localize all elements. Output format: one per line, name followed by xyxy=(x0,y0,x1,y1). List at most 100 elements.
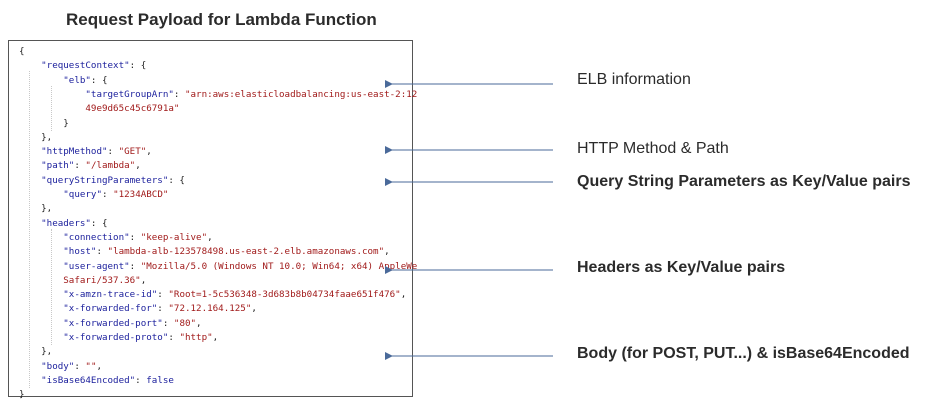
json-key: "isBase64Encoded" xyxy=(19,374,136,386)
code-line: "queryStringParameters": { xyxy=(19,174,185,187)
json-punctuation: : xyxy=(157,289,169,301)
json-punctuation: : { xyxy=(168,174,185,186)
json-punctuation: : xyxy=(96,246,108,258)
json-punctuation: : xyxy=(129,231,141,243)
json-punctuation: : xyxy=(157,303,169,315)
annotation-label: ELB information xyxy=(577,71,691,88)
json-punctuation: } xyxy=(19,117,69,129)
diagram-title: Request Payload for Lambda Function xyxy=(66,10,377,29)
json-key: "requestContext" xyxy=(19,60,130,72)
code-line: "path": "/lambda", xyxy=(19,159,141,172)
code-line: 49e9d65c45c6791a" xyxy=(19,102,179,115)
code-line: "x-forwarded-port": "80", xyxy=(19,317,202,330)
json-key: "x-forwarded-proto" xyxy=(19,332,169,343)
json-string-value: "http" xyxy=(179,332,213,343)
json-string-value: "1234ABCD" xyxy=(113,189,169,200)
json-string-value: 49e9d65c45c6791a" xyxy=(19,103,180,115)
json-punctuation: : xyxy=(101,189,114,200)
json-punctuation: , xyxy=(251,303,257,315)
json-literal: false xyxy=(146,374,174,386)
json-punctuation: : { xyxy=(90,217,108,229)
json-key: "elb" xyxy=(19,74,91,86)
code-line: "connection": "keep-alive", xyxy=(19,231,213,244)
json-string-value: "80" xyxy=(173,317,197,329)
json-string-value: Safari/537.36" xyxy=(19,274,141,286)
code-line: Safari/537.36", xyxy=(19,274,146,287)
annotation-label: Query String Parameters as Key/Value pai… xyxy=(577,173,911,190)
indent-guide xyxy=(51,85,53,131)
code-line: "requestContext": { xyxy=(19,59,146,72)
json-string-value: "arn:aws:elasticloadbalancing:us-east-2:… xyxy=(184,88,418,100)
json-string-value: "" xyxy=(85,360,97,372)
json-punctuation: , xyxy=(212,332,219,343)
code-line: } xyxy=(19,388,25,401)
json-key: "queryStringParameters" xyxy=(19,174,169,186)
code-line: "httpMethod": "GET", xyxy=(19,145,152,158)
code-line: "query": "1234ABCD" xyxy=(19,188,168,201)
json-punctuation: , xyxy=(146,146,152,158)
json-key: "path" xyxy=(19,160,75,172)
indent-guide xyxy=(51,228,53,346)
json-punctuation: : xyxy=(74,160,86,172)
code-line: "host": "lambda-alb-123578498.us-east-2.… xyxy=(19,245,390,258)
json-punctuation: , xyxy=(140,274,147,286)
annotation-label: HTTP Method & Path xyxy=(577,140,729,157)
json-key: "query" xyxy=(19,189,102,200)
code-line: "elb": { xyxy=(19,74,108,87)
code-line: }, xyxy=(19,345,52,358)
json-punctuation: , xyxy=(135,160,141,172)
json-string-value: "keep-alive" xyxy=(140,231,208,243)
json-punctuation: , xyxy=(400,289,407,301)
code-line: "x-amzn-trace-id": "Root=1-5c536348-3d68… xyxy=(19,288,406,301)
json-punctuation: { xyxy=(19,46,25,57)
code-line: }, xyxy=(19,131,52,144)
code-line: "targetGroupArn": "arn:aws:elasticloadba… xyxy=(19,88,417,101)
json-payload-code-block: { "requestContext": { "elb": { "targetGr… xyxy=(8,40,417,400)
json-string-value: "GET" xyxy=(118,146,147,158)
json-punctuation: } xyxy=(19,389,25,401)
json-key: "httpMethod" xyxy=(19,146,108,158)
code-line: } xyxy=(19,117,69,130)
json-punctuation: : { xyxy=(90,74,108,86)
json-punctuation: : xyxy=(135,374,147,386)
annotation-label: Body (for POST, PUT...) & isBase64Encode… xyxy=(577,345,910,362)
json-string-value: "lambda-alb-123578498.us-east-2.elb.amaz… xyxy=(107,246,385,258)
code-line: "headers": { xyxy=(19,217,108,230)
json-punctuation: , xyxy=(96,360,103,372)
json-punctuation: , xyxy=(384,246,390,258)
code-line: }, xyxy=(19,202,52,215)
code-line: "body": "", xyxy=(19,360,102,373)
code-line: "isBase64Encoded": false xyxy=(19,374,174,387)
code-line: { xyxy=(19,45,25,58)
json-string-value: "/lambda" xyxy=(85,160,136,172)
json-key: "x-forwarded-port" xyxy=(19,317,163,329)
json-punctuation: }, xyxy=(19,203,53,215)
json-punctuation: }, xyxy=(19,131,53,143)
indent-guide xyxy=(29,71,31,389)
json-key: "targetGroupArn" xyxy=(19,88,174,100)
json-punctuation: : { xyxy=(129,60,147,72)
json-punctuation: : xyxy=(168,332,180,343)
code-line: "x-forwarded-for": "72.12.164.125", xyxy=(19,302,257,315)
json-punctuation: : xyxy=(129,260,141,272)
annotation-label: Headers as Key/Value pairs xyxy=(577,259,786,276)
json-key: "host" xyxy=(19,246,97,258)
json-key: "user-agent" xyxy=(19,260,130,272)
json-punctuation: , xyxy=(207,231,213,243)
json-punctuation: , xyxy=(196,317,202,329)
json-punctuation: }, xyxy=(19,346,53,358)
code-line: "user-agent": "Mozilla/5.0 (Windows NT 1… xyxy=(19,260,417,273)
json-key: "connection" xyxy=(19,231,130,243)
json-string-value: "Root=1-5c536348-3d683b8b04734faae651f47… xyxy=(168,289,401,301)
json-punctuation: : xyxy=(173,88,185,100)
json-punctuation: : xyxy=(162,317,174,329)
json-punctuation: : xyxy=(74,360,86,372)
code-line: "x-forwarded-proto": "http", xyxy=(19,331,218,344)
json-string-value: "Mozilla/5.0 (Windows NT 10.0; Win64; x6… xyxy=(140,260,418,272)
json-key: "x-amzn-trace-id" xyxy=(19,289,158,301)
json-key: "x-forwarded-for" xyxy=(19,303,158,315)
json-punctuation: : xyxy=(107,146,119,158)
json-string-value: "72.12.164.125" xyxy=(168,303,252,315)
json-key: "body" xyxy=(19,360,75,372)
json-key: "headers" xyxy=(19,217,91,229)
